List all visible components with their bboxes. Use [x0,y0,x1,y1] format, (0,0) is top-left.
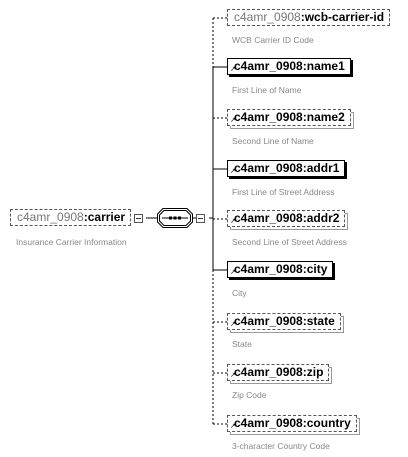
child-element-name2[interactable]: ↗ c4amr_0908:name2 [227,109,351,126]
child-element-name: state [306,314,335,328]
child-element-caption: First Line of Street Address [232,187,335,197]
reference-arrow-icon: ↗ [230,269,236,276]
child-element-prefix: c4amr_0908 [234,59,303,73]
reference-arrow-icon: ↗ [230,168,236,175]
child-element-caption: First Line of Name [232,85,302,95]
child-element-name: city [306,262,328,276]
child-element-name: zip [306,365,324,379]
child-element-state[interactable]: ↗ c4amr_0908:state [227,313,341,330]
reference-arrow-icon: ↗ [230,372,236,379]
child-element-caption: City [232,288,247,298]
root-element-caption: Insurance Carrier Information [16,237,127,247]
sequence-icon[interactable] [157,208,193,228]
child-element-prefix: c4amr_0908 [234,262,303,276]
child-element-prefix: c4amr_0908 [234,211,303,225]
child-element-prefix: c4amr_0908 [234,416,303,430]
child-element-prefix: c4amr_0908 [234,161,303,175]
child-element-name1[interactable]: ↗ c4amr_0908:name1 [227,58,351,75]
child-element-caption: Zip Code [232,390,267,400]
child-element-country[interactable]: ↗ c4amr_0908:country [227,415,357,432]
minus-icon[interactable] [196,214,205,223]
reference-arrow-icon: ↗ [230,321,236,328]
child-element-prefix: c4amr_0908 [234,10,301,24]
child-element-caption: 3-character Country Code [232,441,330,451]
child-element-prefix: c4amr_0908 [234,365,303,379]
child-element-caption: State [232,339,252,349]
reference-arrow-icon: ↗ [230,423,236,430]
child-element-prefix: c4amr_0908 [234,110,303,124]
child-element-wcb-carrier-id[interactable]: c4amr_0908:wcb-carrier-id [227,9,391,26]
child-element-name: name1 [306,59,345,73]
root-element-prefix: c4amr_0908 [17,210,84,224]
child-element-name: addr1 [306,161,340,175]
child-element-caption: Second Line of Name [232,136,314,146]
child-element-caption: WCB Carrier ID Code [232,35,314,45]
child-element-name: wcb-carrier-id [304,10,385,24]
root-element-carrier[interactable]: c4amr_0908:carrier [10,209,132,226]
child-element-addr1[interactable]: ↗ c4amr_0908:addr1 [227,160,346,177]
child-element-caption: Second Line of Street Address [232,237,347,247]
child-element-addr2[interactable]: ↗ c4amr_0908:addr2 [227,210,346,227]
minus-icon[interactable] [134,214,143,223]
child-element-name: country [306,416,351,430]
reference-arrow-icon: ↗ [230,117,236,124]
child-element-name: addr2 [306,211,340,225]
child-element-name: name2 [306,110,345,124]
reference-arrow-icon: ↗ [230,66,236,73]
reference-arrow-icon: ↗ [230,218,236,225]
child-element-zip[interactable]: ↗ c4amr_0908:zip [227,364,330,381]
child-element-city[interactable]: ↗ c4amr_0908:city [227,261,334,278]
root-element-name: carrier [87,210,126,224]
child-element-prefix: c4amr_0908 [234,314,303,328]
